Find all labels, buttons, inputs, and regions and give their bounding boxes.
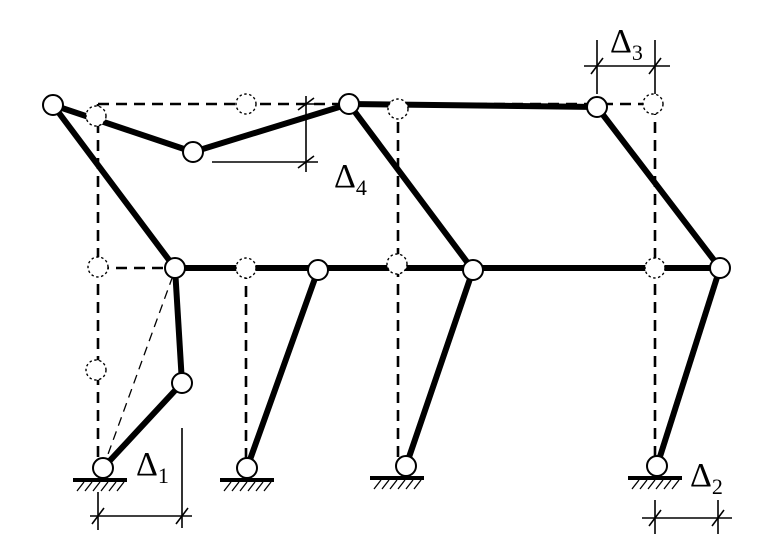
displaced-joints	[42, 93, 731, 479]
joint-top-right	[586, 96, 608, 118]
label-delta-4: Δ4	[334, 158, 367, 200]
upper-middle-bar	[346, 101, 476, 273]
left-column-lower	[100, 380, 185, 471]
joint-mid-center	[462, 259, 484, 281]
left-column-upper	[172, 265, 185, 386]
label-delta-1: Δ1	[136, 446, 169, 488]
joint-top-dip	[182, 141, 204, 163]
support-hinge-1	[92, 457, 114, 479]
ghost-joint-mid-second	[235, 257, 257, 279]
ghost-joint-top-right	[642, 93, 664, 115]
displaced-frame	[50, 101, 723, 471]
labels: Δ1 Δ2 Δ3 Δ4	[136, 23, 723, 499]
second-column	[244, 267, 321, 471]
dimension-marks	[90, 40, 732, 534]
dimension-delta-3	[584, 40, 670, 94]
label-delta-2: Δ2	[690, 457, 723, 499]
upper-left-bar	[50, 102, 178, 271]
label-delta-3: Δ3	[610, 23, 643, 65]
dimension-delta-4	[212, 96, 318, 172]
joint-mid-second	[307, 259, 329, 281]
center-column	[403, 267, 476, 469]
joint-top-left	[42, 94, 64, 116]
joint-left-column	[171, 372, 193, 394]
ghost-joint-top-left	[85, 105, 107, 127]
support-hinge-2	[236, 457, 258, 479]
support-hinge-4	[646, 455, 668, 477]
top-left-link-b	[190, 101, 352, 155]
top-left-link-a	[50, 102, 196, 155]
original-frame	[96, 102, 657, 470]
supports	[73, 476, 682, 492]
original-joints	[85, 93, 666, 381]
ghost-joint-mid-right	[644, 257, 666, 279]
right-column	[654, 265, 723, 469]
joint-mid-right	[709, 257, 731, 279]
ghost-joint-top-center	[387, 98, 409, 120]
top-right-beam	[346, 101, 600, 110]
ghost-joint-mid-center	[386, 253, 408, 275]
dimension-delta-1	[90, 428, 192, 530]
support-hinge-3	[395, 455, 417, 477]
ghost-joint-mid-left	[87, 256, 109, 278]
support-4	[628, 476, 682, 490]
support-2	[220, 478, 274, 492]
upper-right-bar	[594, 104, 723, 271]
joint-mid-left	[164, 257, 186, 279]
ghost-joint-left-column	[85, 359, 107, 381]
construction-diagonal	[102, 269, 176, 469]
support-3	[370, 476, 424, 490]
joint-top-center	[338, 93, 360, 115]
dimension-delta-2	[642, 500, 732, 534]
ghost-joint-top-mid	[235, 93, 257, 115]
support-1	[73, 478, 127, 492]
